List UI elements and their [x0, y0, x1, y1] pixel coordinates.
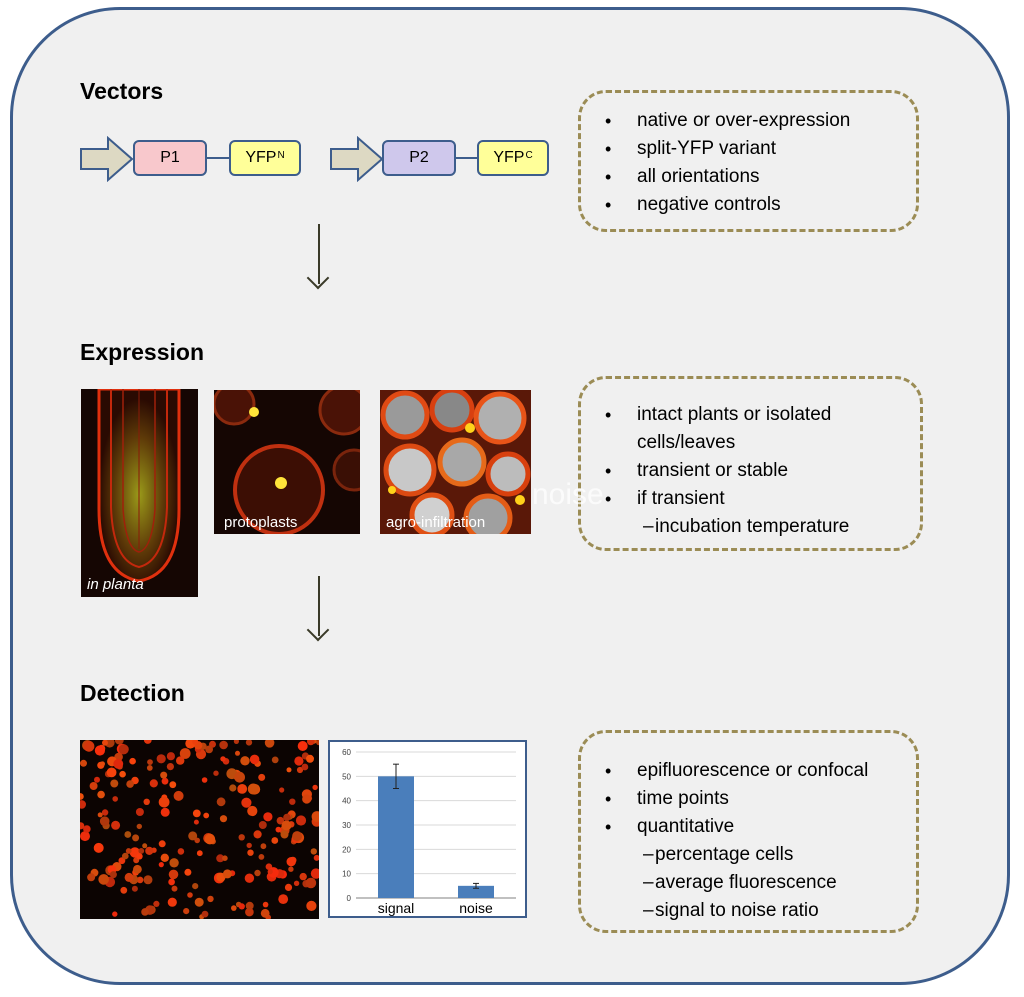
chart-y-tick-label: 30 [342, 821, 351, 830]
in-planta-caption: in planta [87, 576, 144, 593]
detection-subnote-3-text: signal to noise ratio [655, 900, 819, 921]
in-planta-image: in planta [81, 389, 198, 597]
chart-y-tick-label: 50 [342, 772, 351, 781]
root-tip-graphic [97, 389, 181, 583]
chart-bar-signal [378, 776, 414, 898]
agro-infiltration-caption: agro-infiltration [386, 514, 486, 531]
protoplasts-caption: protoplasts [224, 514, 298, 531]
bar-chart-panel: 0 10 20 30 40 50 60 signal noise [328, 740, 527, 918]
promoter-p2-box: P2 [382, 140, 456, 176]
expression-note-1: intact plants or isolated [581, 401, 920, 429]
vectors-note-3: all orientations [581, 163, 916, 191]
flow-arrow-down-2-icon [318, 576, 320, 636]
detection-subnote-2: average fluorescence [581, 869, 916, 897]
tag-yfpn-label: YFP [245, 149, 277, 166]
promoter-p1-label: P1 [160, 149, 180, 166]
tag-yfpc-label: YFP [493, 149, 525, 166]
promoter-p2-label: P2 [409, 149, 429, 166]
detection-subnote-1: percentage cells [581, 841, 916, 869]
expression-note-3: if transient [581, 485, 920, 513]
chart-y-tick-label: 0 [347, 894, 352, 903]
detection-micrograph-image [80, 740, 319, 919]
detection-subnote-1-text: percentage cells [655, 844, 794, 865]
detection-note-2: time points [581, 785, 916, 813]
bar-chart: 0 10 20 30 40 50 60 signal noise [342, 748, 516, 916]
tag-yfpc-sup: C [525, 149, 533, 161]
chart-y-tick-label: 60 [342, 748, 351, 757]
construct1-linker [207, 157, 229, 159]
cells-field-graphic [80, 740, 319, 919]
noise-watermark: noise [532, 478, 604, 511]
expression-note-2: transient or stable [581, 457, 920, 485]
chart-x-tick-label: noise [459, 900, 493, 916]
expression-heading: Expression [80, 339, 204, 365]
chart-y-tick-label: 40 [342, 797, 351, 806]
detection-note-1: epifluorescence or confocal [581, 757, 916, 785]
expression-subnote-1-text: incubation temperature [655, 516, 850, 537]
chart-y-tick-label: 20 [342, 845, 351, 854]
vectors-heading: Vectors [80, 78, 164, 104]
expression-note-1-cont: cells/leaves [637, 432, 736, 453]
detection-note-3: quantitative [581, 813, 916, 841]
leaf-cells-graphic [380, 390, 531, 534]
chart-x-tick-label: signal [378, 900, 415, 916]
detection-heading: Detection [80, 680, 185, 706]
vectors-notes-box: native or over-expression split-YFP vari… [578, 90, 919, 232]
chart-bar-noise [458, 885, 494, 898]
tag-yfpn-sup: N [277, 149, 285, 161]
promoter-p1-box: P1 [133, 140, 207, 176]
expression-subnote-1: incubation temperature [581, 513, 920, 541]
expression-notes-box: intact plants or isolated cells/leaves t… [578, 376, 923, 551]
protoplasts-image: protoplasts [214, 390, 360, 534]
vectors-note-2: split-YFP variant [581, 135, 916, 163]
protoplast-graphic [214, 390, 360, 534]
detection-subnote-2-text: average fluorescence [655, 872, 837, 893]
agro-infiltration-image: agro-infiltration [380, 390, 531, 534]
vectors-note-1: native or over-expression [581, 107, 916, 135]
detection-notes-box: epifluorescence or confocal time points … [578, 730, 919, 933]
construct1-arrow-icon [80, 136, 134, 182]
vectors-note-4: negative controls [581, 191, 916, 219]
chart-y-tick-label: 10 [342, 870, 351, 879]
construct2-arrow-icon [330, 136, 384, 182]
detection-subnote-3: signal to noise ratio [581, 897, 916, 925]
construct2-linker [456, 157, 477, 159]
flow-arrow-down-1-icon [318, 224, 320, 284]
